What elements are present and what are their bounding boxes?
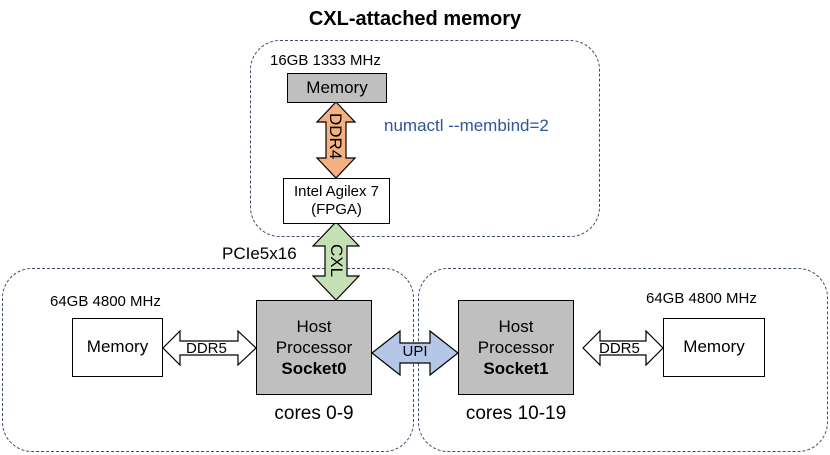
- ddr4-label: DDR4: [326, 113, 345, 160]
- socket1-name: Socket1: [483, 359, 549, 379]
- socket1-processor-box: Host Processor Socket1: [458, 300, 574, 395]
- cxl-label: CXL: [327, 244, 346, 278]
- socket1-host-line2: Processor: [477, 337, 555, 357]
- socket0-memory-box: Memory: [72, 318, 163, 377]
- socket0-processor-box: Host Processor Socket0: [256, 300, 372, 395]
- socket0-name: Socket0: [281, 359, 347, 379]
- pcie-label: PCIe5x16: [222, 244, 297, 263]
- cxl-memory-box: Memory: [287, 73, 387, 103]
- cxl-memory-group: [250, 40, 600, 237]
- socket0-cores: cores 0-9: [274, 403, 354, 424]
- socket1-cores: cores 10-19: [465, 403, 567, 424]
- numactl-command: numactl --membind=2: [384, 116, 549, 135]
- cxl-memory-spec: 16GB 1333 MHz: [270, 52, 381, 69]
- socket1-host-line1: Host: [498, 316, 534, 336]
- socket1-memory-box: Memory: [663, 318, 765, 377]
- diagram-title: CXL-attached memory: [308, 8, 522, 30]
- socket0-memory-spec: 64GB 4800 MHz: [50, 293, 161, 310]
- socket0-host-line1: Host: [296, 316, 332, 336]
- socket1-memory-spec: 64GB 4800 MHz: [646, 290, 757, 307]
- socket1-memory-label: Memory: [683, 337, 745, 357]
- fpga-line2: (FPGA): [311, 201, 362, 218]
- fpga-box: Intel Agilex 7 (FPGA): [283, 178, 390, 224]
- socket1-ddr5-label: DDR5: [599, 340, 640, 357]
- upi-label: UPI: [402, 343, 428, 360]
- socket0-ddr5-label: DDR5: [186, 340, 227, 357]
- cxl-memory-label: Memory: [306, 77, 368, 97]
- fpga-line1: Intel Agilex 7: [293, 183, 380, 200]
- socket0-host-line2: Processor: [275, 337, 353, 357]
- socket0-memory-label: Memory: [86, 337, 149, 357]
